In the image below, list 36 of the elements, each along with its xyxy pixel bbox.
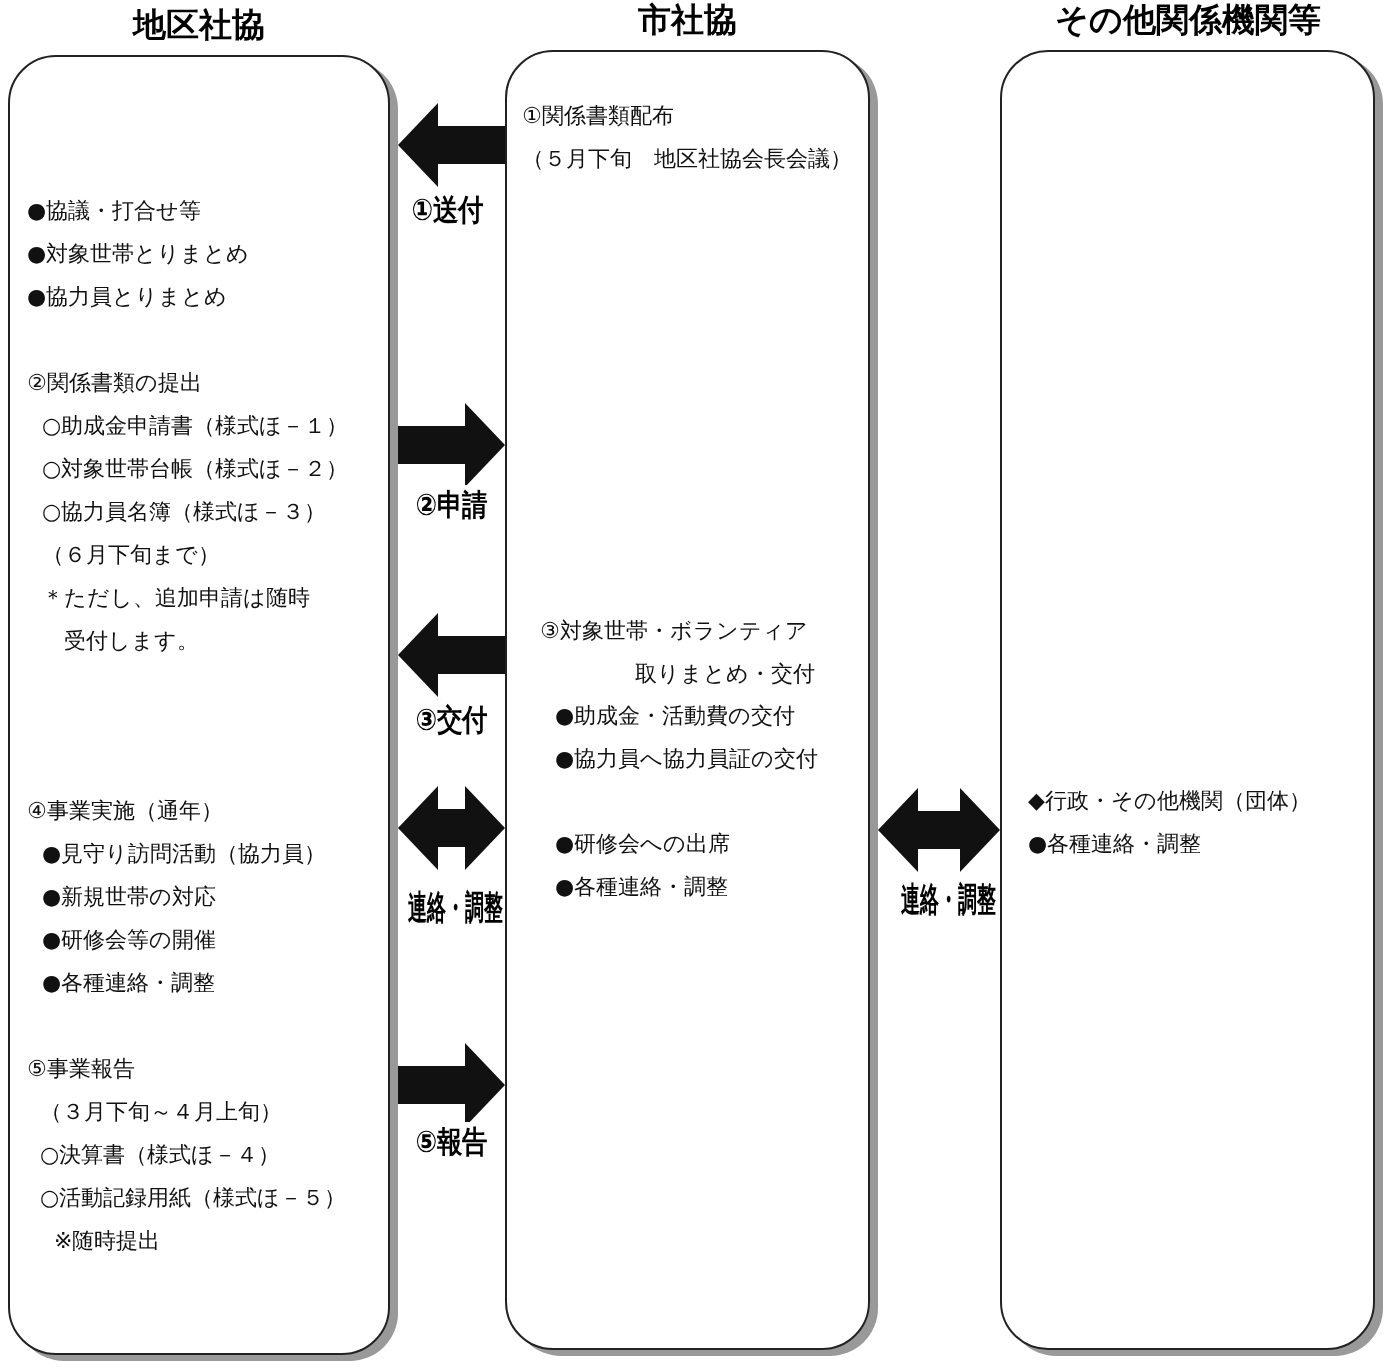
item-text: （６月下旬まで） — [42, 541, 220, 569]
block-arrow — [398, 403, 505, 487]
item-text: ●研修会等の開催 — [42, 926, 217, 954]
item-text: ②関係書類の提出 — [27, 369, 202, 397]
item-text: ●対象世帯とりまとめ — [27, 240, 250, 268]
block-arrow — [398, 103, 505, 187]
column-heading: 地区社協 — [133, 5, 265, 45]
item-text: ◆行政・その他機関（団体） — [1028, 787, 1311, 815]
item-text: ●助成金・活動費の交付 — [555, 702, 796, 730]
column-heading: その他関係機関等 — [1054, 0, 1321, 40]
block-arrow — [398, 786, 505, 870]
item-text: ●各種連絡・調整 — [555, 873, 729, 901]
block-arrow — [398, 613, 505, 697]
item-text: ○対象世帯台帳（様式ほ－２） — [42, 455, 349, 483]
item-text: ○協力員名簿（様式ほ－３） — [42, 498, 327, 526]
item-text: ⑤事業報告 — [27, 1055, 135, 1083]
column-heading: 市社協 — [638, 0, 737, 40]
item-text: ④事業実施（通年） — [27, 797, 223, 825]
item-text: ○活動記録用紙（様式ほ－５） — [40, 1184, 347, 1212]
item-text: ○助成金申請書（様式ほ－１） — [42, 412, 349, 440]
item-text: ●研修会への出席 — [555, 830, 731, 858]
item-text: ●協力員とりまとめ — [27, 283, 228, 311]
item-text: ●各種連絡・調整 — [1028, 830, 1202, 858]
item-text: （３月下旬～４月上旬） — [40, 1098, 282, 1126]
item-text: ●新規世帯の対応 — [42, 883, 217, 911]
item-text: ●協議・打合せ等 — [27, 197, 202, 225]
block-arrow — [878, 788, 1000, 872]
item-text: ●協力員へ協力員証の交付 — [555, 745, 819, 773]
item-text: ＊ただし、追加申請は随時受付します。 — [42, 584, 311, 655]
item-text: ※随時提出 — [54, 1227, 161, 1255]
item-text: ○決算書（様式ほ－４） — [40, 1141, 281, 1169]
item-text: ③対象世帯・ボランティア取りまとめ・交付 — [540, 617, 815, 688]
item-text: （５月下旬 地区社協会長会議） — [522, 145, 852, 173]
item-text: ●見守り訪問活動（協力員） — [42, 840, 327, 868]
item-text: ①関係書類配布 — [522, 102, 674, 130]
item-text: ●各種連絡・調整 — [42, 969, 216, 997]
